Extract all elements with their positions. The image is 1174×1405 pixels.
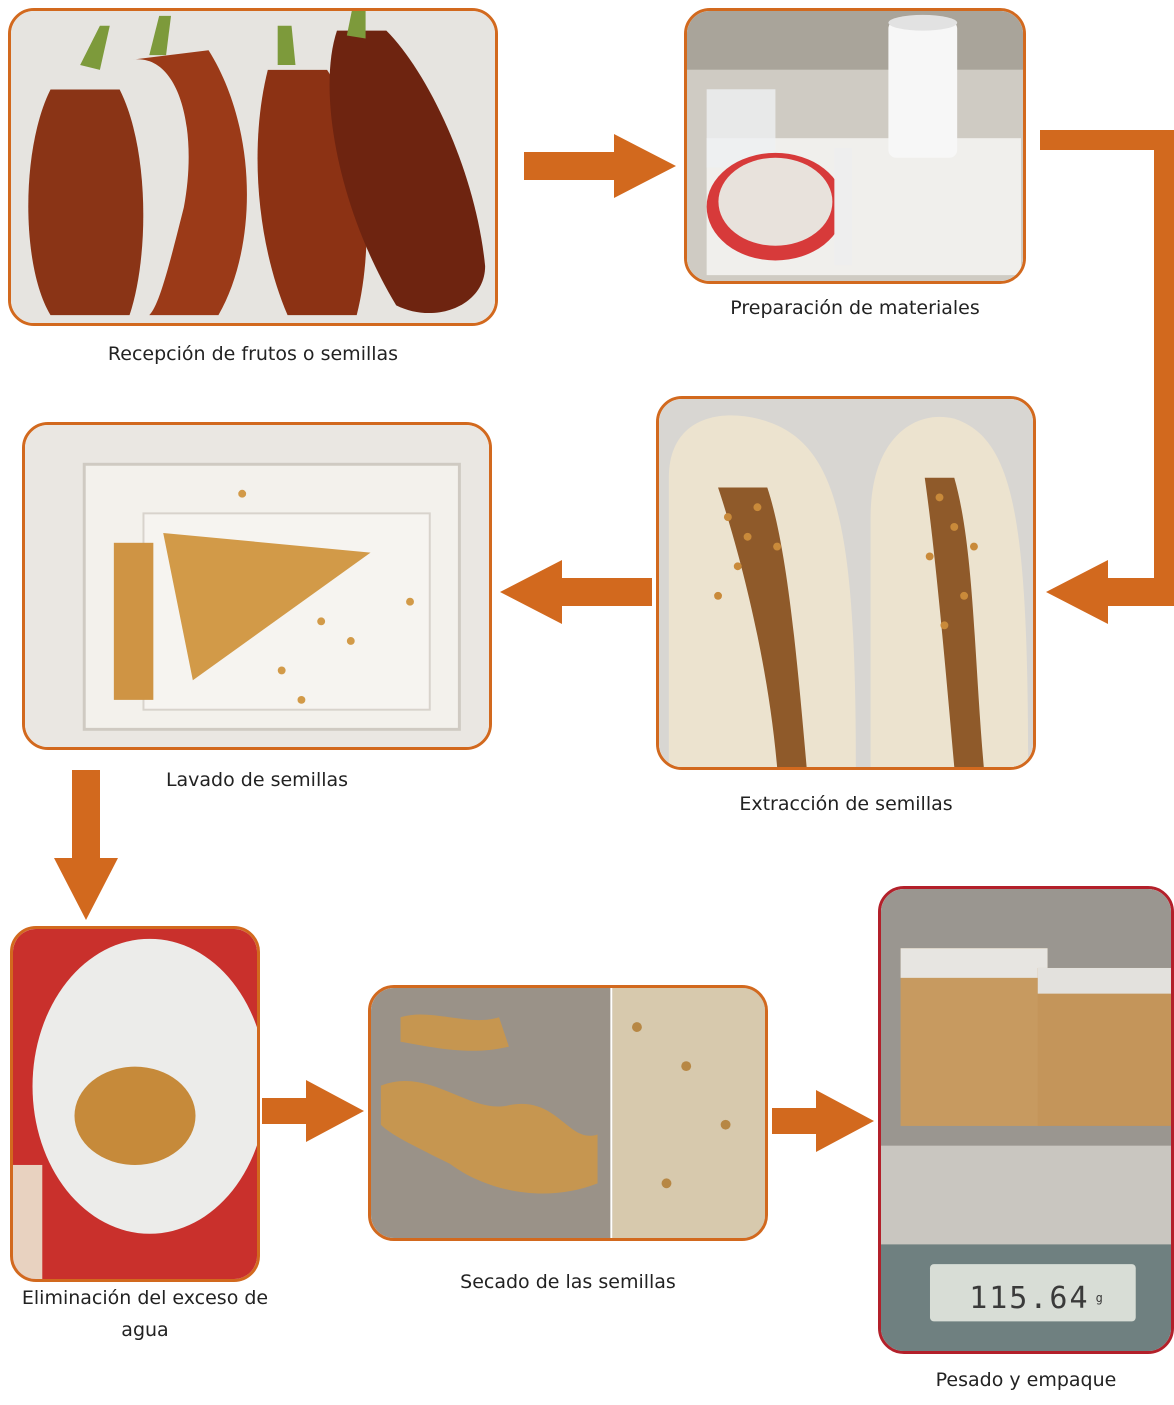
right-arrow-icon [772,1090,874,1152]
eggplants-photo [8,8,498,326]
scale-reading: 115.64 [969,1281,1089,1316]
washing-tray-photo [22,422,492,750]
step-label: Pesado y empaque [878,1364,1174,1396]
right-arrow-icon [524,134,676,198]
step-label: Recepción de frutos o semillas [8,338,498,370]
step-label: Secado de las semillas [368,1266,768,1298]
left-arrow-icon [500,560,652,624]
left-arrow-icon [1046,560,1174,624]
scale-unit: g [1096,1291,1103,1305]
right-arrow-icon [262,1080,364,1142]
step-label: Extracción de semillas [656,788,1036,820]
drying-seeds-photo [368,985,768,1241]
strainer-photo [10,926,260,1282]
down-arrow-icon [54,770,118,920]
step-label: Eliminación del exceso de agua [0,1282,290,1346]
materials-photo [684,8,1026,284]
elbow-arrow-icon [1040,130,1174,630]
step-label: Preparación de materiales [684,292,1026,324]
scale-display: 115.64 g [931,1269,1141,1327]
cut-eggplant-photo [656,396,1036,770]
scale-photo: 115.64 g [878,886,1174,1354]
